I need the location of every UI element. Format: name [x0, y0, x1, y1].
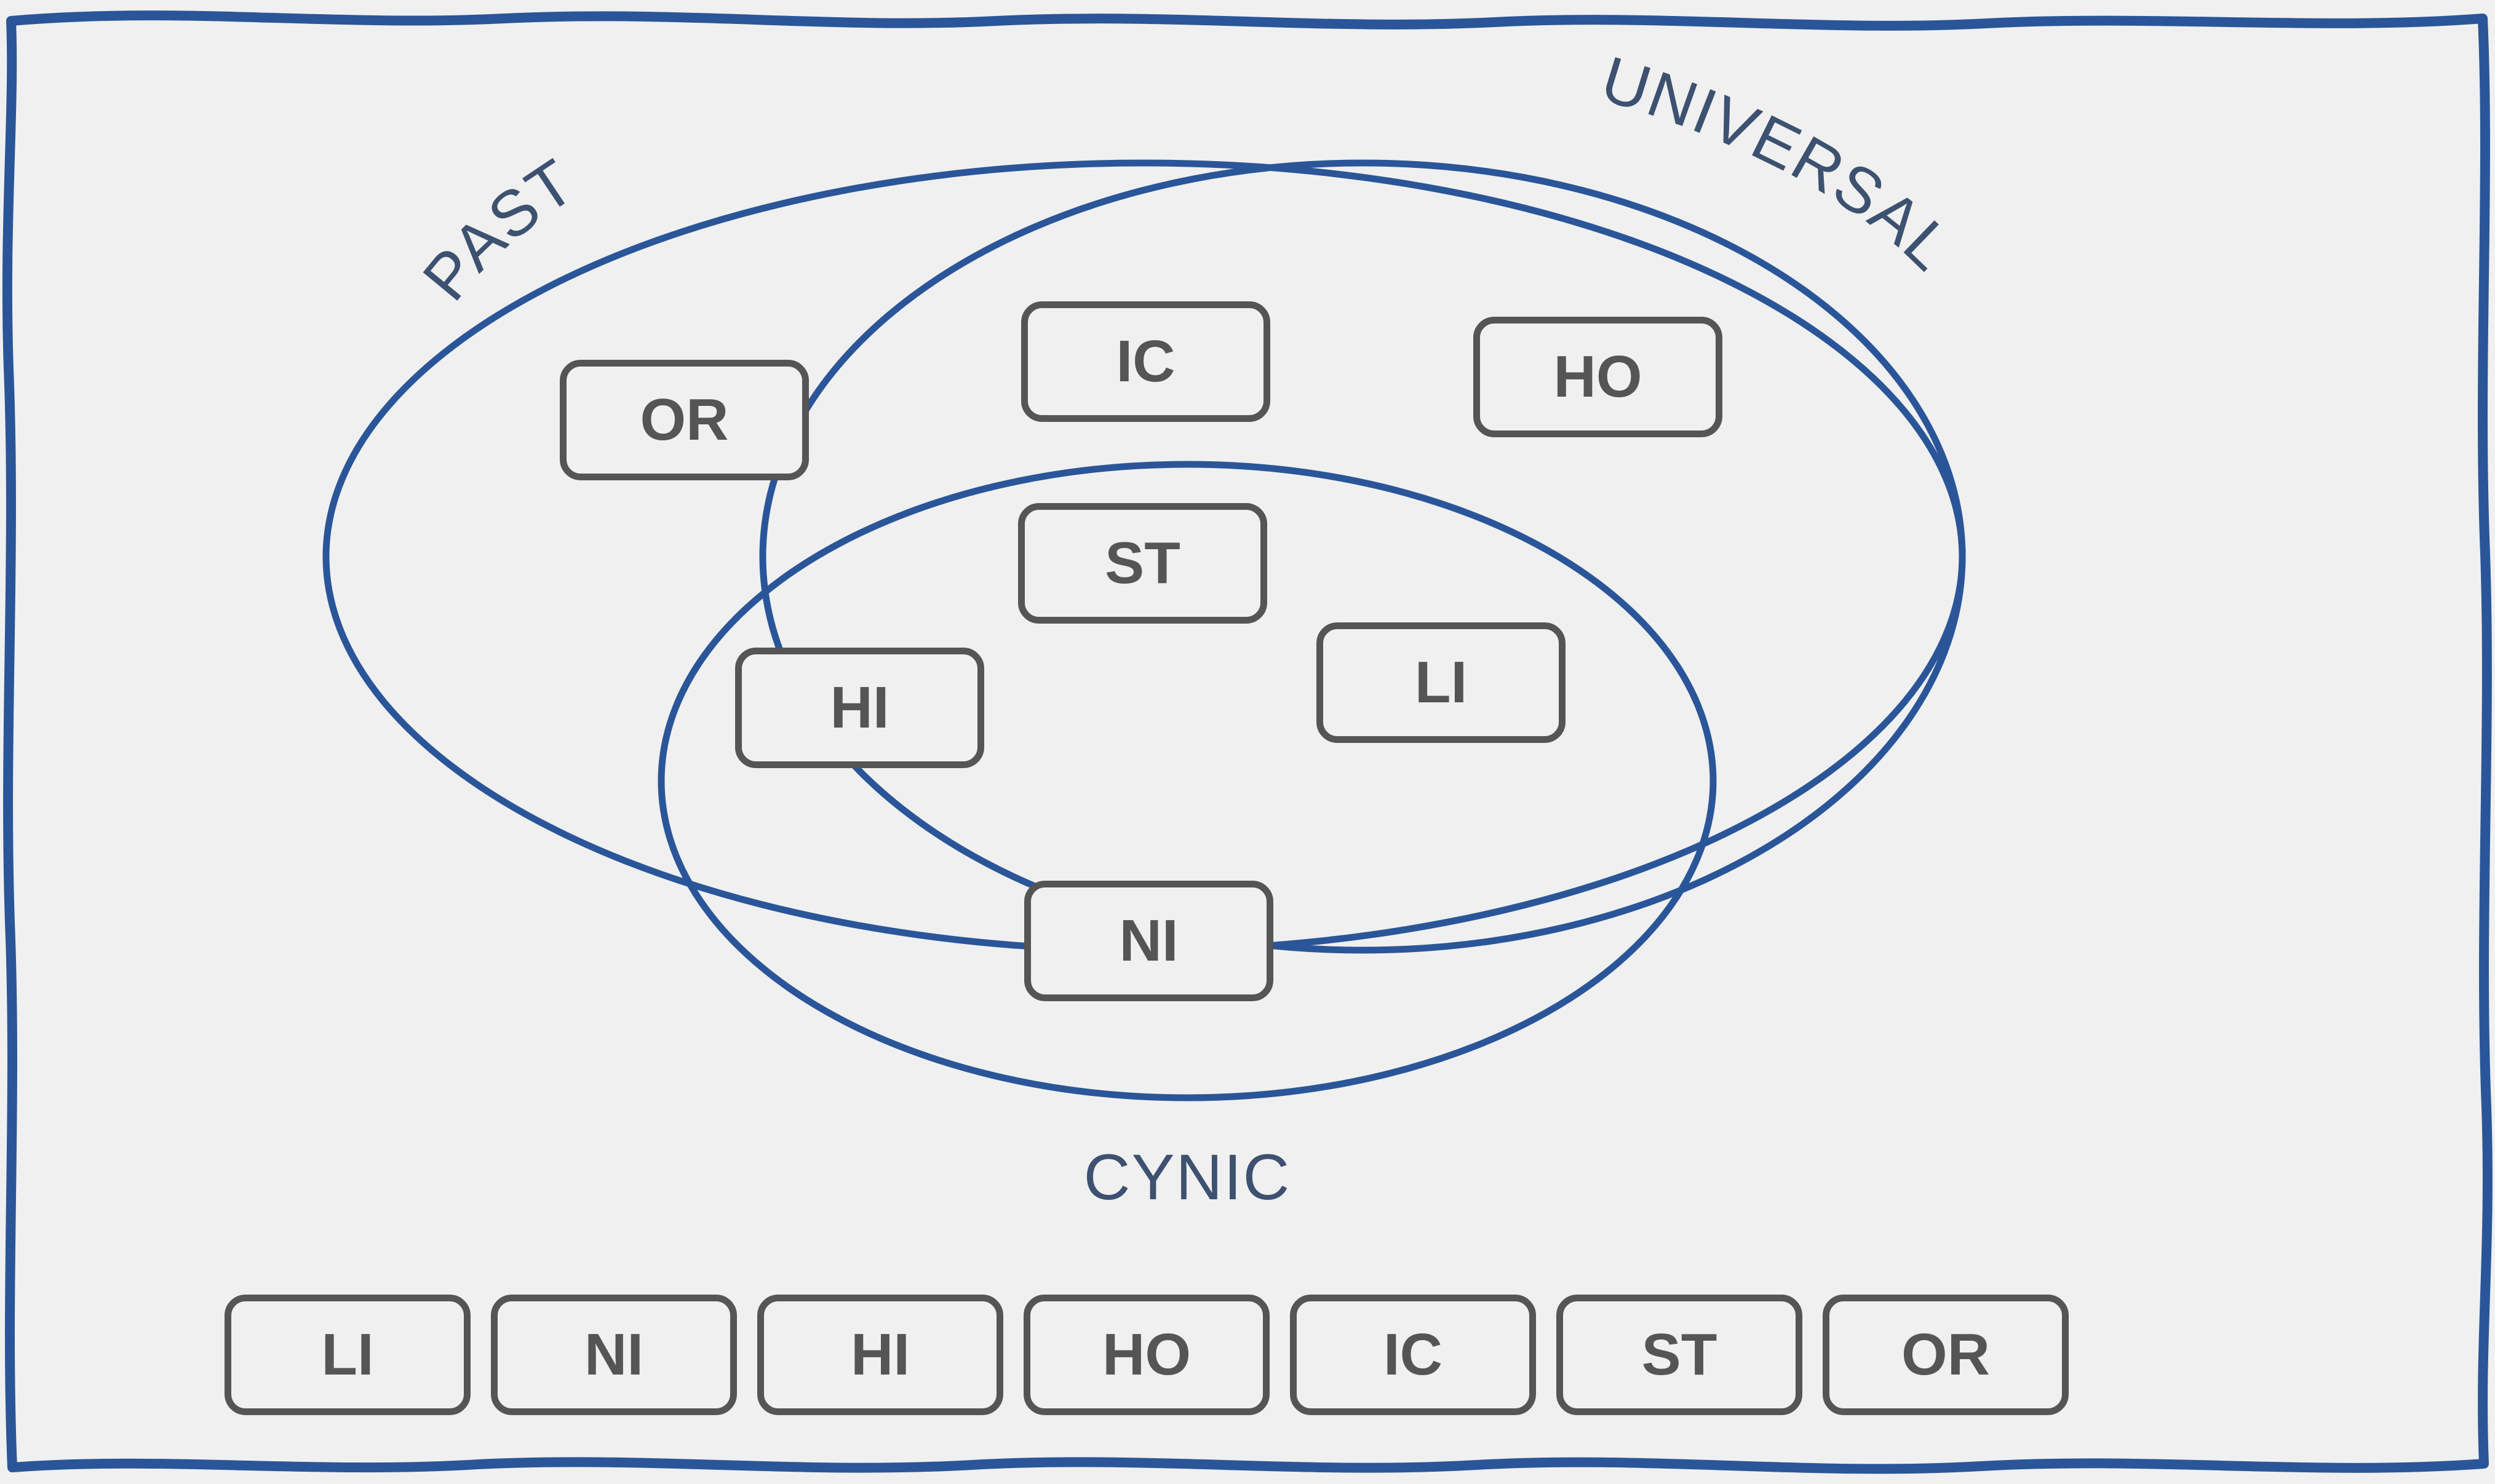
tray-token-li[interactable]: LI	[225, 1295, 471, 1415]
token-ni[interactable]: NI	[1024, 881, 1273, 1001]
tray-token-or[interactable]: OR	[1823, 1295, 2069, 1415]
token-li[interactable]: LI	[1316, 622, 1566, 743]
ellipse-universal[interactable]	[759, 159, 1966, 954]
token-tray: LI NI HI HO IC ST OR	[225, 1295, 2070, 1415]
tray-token-st[interactable]: ST	[1556, 1295, 1802, 1415]
token-ho[interactable]: HO	[1473, 317, 1722, 437]
token-hi[interactable]: HI	[735, 648, 984, 768]
tray-token-ni[interactable]: NI	[491, 1295, 737, 1415]
ellipse-cynic[interactable]	[658, 461, 1717, 1101]
tray-token-hi[interactable]: HI	[757, 1295, 1003, 1415]
set-label-cynic: CYNIC	[1084, 1141, 1291, 1213]
token-st[interactable]: ST	[1018, 503, 1267, 624]
token-ic[interactable]: IC	[1021, 301, 1270, 422]
token-or[interactable]: OR	[560, 360, 809, 480]
paper-border	[2, 10, 2493, 1474]
tray-token-ho[interactable]: HO	[1024, 1295, 1270, 1415]
tray-token-ic[interactable]: IC	[1290, 1295, 1536, 1415]
